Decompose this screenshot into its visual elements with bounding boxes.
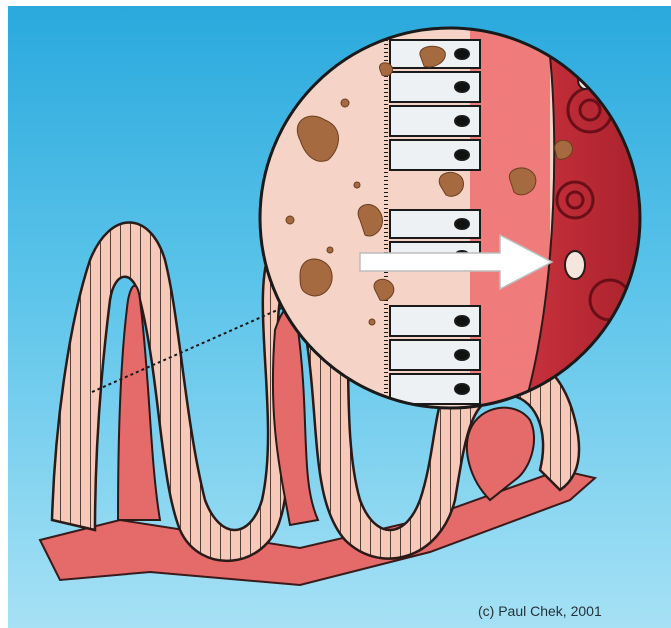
epithelial-cells — [386, 40, 480, 410]
copyright-credit: (c) Paul Chek, 2001 — [478, 603, 602, 619]
